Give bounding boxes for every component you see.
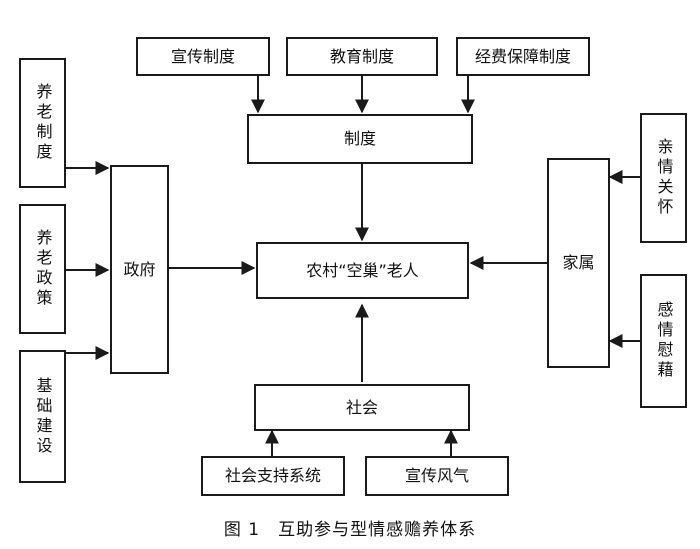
box-yanglao-zhidu: 养老制度 bbox=[19, 58, 66, 188]
box-shehui-zhichi-xitong: 社会支持系统 bbox=[201, 456, 345, 496]
box-jichu-jianshe: 基础建设 bbox=[19, 350, 66, 483]
box-label: 养老制度 bbox=[33, 83, 53, 163]
figure-caption: 图 1 互助参与型情感赡养体系 bbox=[0, 515, 700, 540]
box-label: 宣传风气 bbox=[404, 466, 469, 485]
box-label: 基础建设 bbox=[33, 376, 53, 457]
box-label: 社会 bbox=[345, 397, 378, 417]
box-jiaoyu-zhidu: 教育制度 bbox=[286, 37, 438, 76]
box-jiashu: 家属 bbox=[547, 158, 610, 368]
box-label: 教育制度 bbox=[329, 46, 394, 66]
box-label: 家属 bbox=[562, 253, 595, 272]
figure-number: 图 1 bbox=[223, 520, 261, 540]
box-label: 感情慰藉 bbox=[654, 301, 674, 381]
box-xuanchuan-fengqi: 宣传风气 bbox=[365, 456, 509, 496]
box-label: 社会支持系统 bbox=[224, 466, 321, 485]
box-center-kongchao-laoren: 农村“空巢”老人 bbox=[256, 242, 469, 299]
box-label: 养老政策 bbox=[33, 229, 53, 309]
box-label: 经费保障制度 bbox=[474, 46, 571, 66]
box-label: 农村“空巢”老人 bbox=[306, 260, 419, 280]
box-label: 亲情关怀 bbox=[654, 138, 674, 218]
box-qinqing-guanhuai: 亲情关怀 bbox=[640, 113, 687, 243]
box-xuanchuan-zhidu: 宣传制度 bbox=[136, 37, 270, 76]
figure-title: 互助参与型情感赡养体系 bbox=[278, 520, 477, 540]
box-label: 制度 bbox=[343, 129, 376, 148]
box-shehui: 社会 bbox=[254, 384, 470, 431]
box-label: 政府 bbox=[123, 259, 156, 279]
box-jingfei-baozhang-zhidu: 经费保障制度 bbox=[456, 37, 590, 76]
box-zhengfu: 政府 bbox=[110, 165, 169, 374]
box-label: 宣传制度 bbox=[170, 46, 235, 66]
box-zhidu: 制度 bbox=[247, 114, 473, 164]
box-ganqing-weiji: 感情慰藉 bbox=[640, 274, 687, 408]
box-yanglao-zhengce: 养老政策 bbox=[19, 204, 66, 334]
